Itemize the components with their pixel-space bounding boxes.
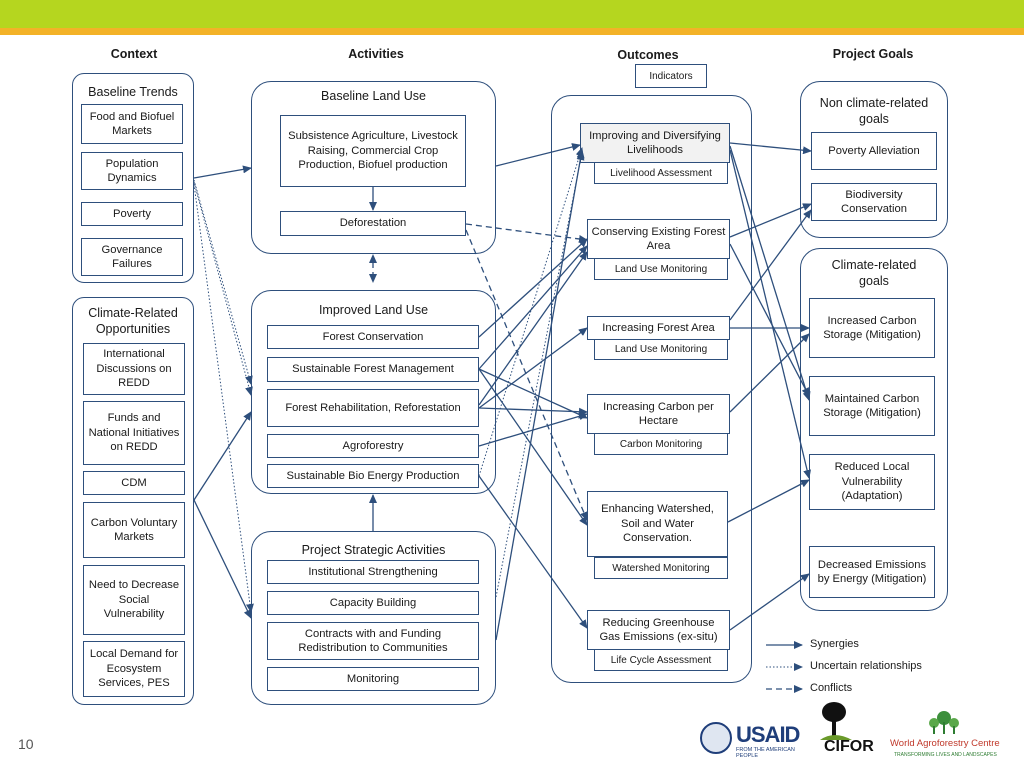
- context-item-cdm: CDM: [83, 471, 185, 495]
- link-uncertain-improved-to-livelihoods-2: [495, 151, 585, 598]
- goal-decreased-emissions: Decreased Emissions by Energy (Mitigatio…: [809, 546, 935, 598]
- indicator-land-use-monitoring-1: Land Use Monitoring: [594, 258, 728, 280]
- context-item-carbon-voluntary: Carbon Voluntary Markets: [83, 502, 185, 558]
- indicator-livelihood-assessment: Livelihood Assessment: [594, 162, 728, 184]
- legend-synergies-label: Synergies: [810, 638, 859, 650]
- header-context: Context: [110, 47, 158, 61]
- link-conserving-to-maintained-carbon: [729, 243, 810, 397]
- baseline-trends-title: Baseline Trends: [88, 85, 178, 99]
- activity-sustainable-forest-mgmt: Sustainable Forest Management: [267, 357, 479, 382]
- link-rehab-to-carbon: [478, 407, 588, 416]
- link-forest-conservation-to-conserving: [478, 238, 588, 338]
- context-item-intl-redd: International Discussions on REDD: [83, 343, 185, 395]
- usaid-wordmark: USAID: [736, 722, 800, 747]
- cifor-logo: CIFOR: [816, 700, 882, 762]
- context-item-local-demand: Local Demand for Ecosystem Services, PES: [83, 641, 185, 697]
- link-baseline-to-livelihoods: [495, 143, 581, 167]
- goal-biodiversity-conservation: Biodiversity Conservation: [811, 183, 937, 221]
- cifor-tree-icon: [820, 702, 852, 740]
- indicator-watershed-monitoring: Watershed Monitoring: [594, 557, 728, 579]
- header-activities: Activities: [348, 47, 404, 61]
- goal-increased-carbon: Increased Carbon Storage (Mitigation): [809, 298, 935, 358]
- header-project-goals: Project Goals: [832, 47, 914, 61]
- strategic-institutional: Institutional Strengthening: [267, 560, 479, 584]
- climate-goals-title: Climate-related goals: [831, 258, 917, 288]
- strategic-contracts-funding: Contracts with and Funding Redistributio…: [267, 622, 479, 660]
- context-item-social-vulnerability: Need to Decrease Social Vulnerability: [83, 565, 185, 635]
- link-uncertain-context-to-improved-1: [193, 179, 253, 385]
- link-carbon-to-increased-carbon: [729, 333, 810, 413]
- link-watershed-to-reduced-vulnerability: [727, 479, 810, 523]
- waf-trees-icon: [929, 711, 959, 734]
- link-livelihoods-to-reduced-vulnerability: [729, 149, 812, 479]
- usaid-logo: USAID FROM THE AMERICAN PEOPLE: [700, 722, 804, 759]
- legend-uncertain-label: Uncertain relationships: [810, 660, 922, 672]
- header-outcomes: Outcomes: [617, 48, 679, 62]
- page-number: 10: [18, 736, 34, 752]
- link-uncertain-context-to-strategic: [193, 183, 254, 613]
- link-conflict-deforestation-to-conserving: [465, 223, 588, 243]
- link-baseline-trends-to-land-use: [193, 165, 252, 179]
- link-rehab-to-conserving: [478, 251, 588, 406]
- link-livelihoods-to-poverty: [729, 142, 812, 155]
- link-livelihoods-to-maintained-carbon: [729, 145, 811, 401]
- legend-conflicts-label: Conflicts: [810, 682, 853, 694]
- activity-forest-rehabilitation: Forest Rehabilitation, Reforestation: [267, 389, 479, 427]
- strategic-monitoring: Monitoring: [267, 667, 479, 691]
- goal-maintained-carbon: Maintained Carbon Storage (Mitigation): [809, 376, 935, 436]
- climate-opportunities-title: Climate-Related Opportunities: [88, 306, 178, 336]
- indicator-carbon-monitoring: Carbon Monitoring: [594, 433, 728, 455]
- world-agroforestry-logo: World Agroforestry Centre TRANSFORMING L…: [890, 708, 1018, 762]
- link-uncertain-improved-to-livelihoods-1: [478, 147, 584, 477]
- waf-wordmark: World Agroforestry Centre: [890, 738, 1000, 749]
- link-strategic-to-livelihoods: [495, 149, 585, 641]
- indicators-legend-box: Indicators: [635, 64, 707, 88]
- link-sfm-to-watershed: [478, 368, 588, 526]
- link-increasing-forest-to-biodiversity: [729, 209, 812, 321]
- usaid-seal-icon: [700, 722, 732, 754]
- top-green-bar: [0, 0, 1024, 28]
- strategic-capacity-building: Capacity Building: [267, 591, 479, 615]
- activity-bio-energy: Sustainable Bio Energy Production: [267, 464, 479, 488]
- baseline-land-use-title: Baseline Land Use: [321, 89, 426, 103]
- goal-poverty-alleviation: Poverty Alleviation: [811, 132, 937, 170]
- link-bioenergy-to-ghg: [478, 475, 588, 629]
- activity-agroforestry: Agroforestry: [267, 434, 479, 458]
- link-conserving-to-biodiversity: [729, 203, 812, 238]
- context-item-funds-redd: Funds and National Initiatives on REDD: [83, 401, 185, 465]
- link-rehab-to-increasing-forest: [478, 327, 588, 409]
- outcome-carbon-per-hectare: Increasing Carbon per Hectare: [587, 394, 730, 434]
- context-item-food-biofuel: Food and Biofuel Markets: [81, 104, 183, 144]
- goal-reduced-vulnerability: Reduced Local Vulnerability (Adaptation): [809, 454, 935, 510]
- context-item-population: Population Dynamics: [81, 152, 183, 190]
- activity-forest-conservation: Forest Conservation: [267, 325, 479, 349]
- top-orange-bar: [0, 28, 1024, 35]
- outcome-watershed: Enhancing Watershed, Soil and Water Cons…: [587, 491, 728, 557]
- outcome-increasing-forest: Increasing Forest Area: [587, 316, 730, 340]
- outcomes-group: [551, 95, 752, 683]
- strategic-activities-title: Project Strategic Activities: [301, 543, 446, 557]
- link-conflict-deforestation-to-watershed: [465, 229, 588, 521]
- link-uncertain-context-to-improved-2: [193, 181, 253, 396]
- baseline-land-use-main: Subsistence Agriculture, Livestock Raisi…: [280, 115, 466, 187]
- indicator-land-use-monitoring-2: Land Use Monitoring: [594, 339, 728, 360]
- improved-land-use-title: Improved Land Use: [318, 303, 429, 317]
- link-climate-opps-to-improved: [193, 411, 252, 501]
- non-climate-goals-title: Non climate-related goals: [819, 96, 929, 126]
- usaid-tagline: FROM THE AMERICAN PEOPLE: [736, 747, 795, 759]
- indicator-life-cycle-assessment: Life Cycle Assessment: [594, 649, 728, 671]
- cifor-wordmark: CIFOR: [824, 738, 874, 755]
- waf-tagline: TRANSFORMING LIVES AND LANDSCAPES: [894, 752, 997, 758]
- link-sfm-to-conserving: [478, 245, 588, 370]
- link-ghg-to-decreased-emissions: [729, 573, 810, 631]
- context-item-governance: Governance Failures: [81, 238, 183, 276]
- context-item-poverty: Poverty: [81, 202, 183, 226]
- link-sfm-to-carbon: [478, 368, 588, 419]
- link-climate-opps-to-strategic: [193, 499, 252, 619]
- deforestation-box: Deforestation: [280, 211, 466, 236]
